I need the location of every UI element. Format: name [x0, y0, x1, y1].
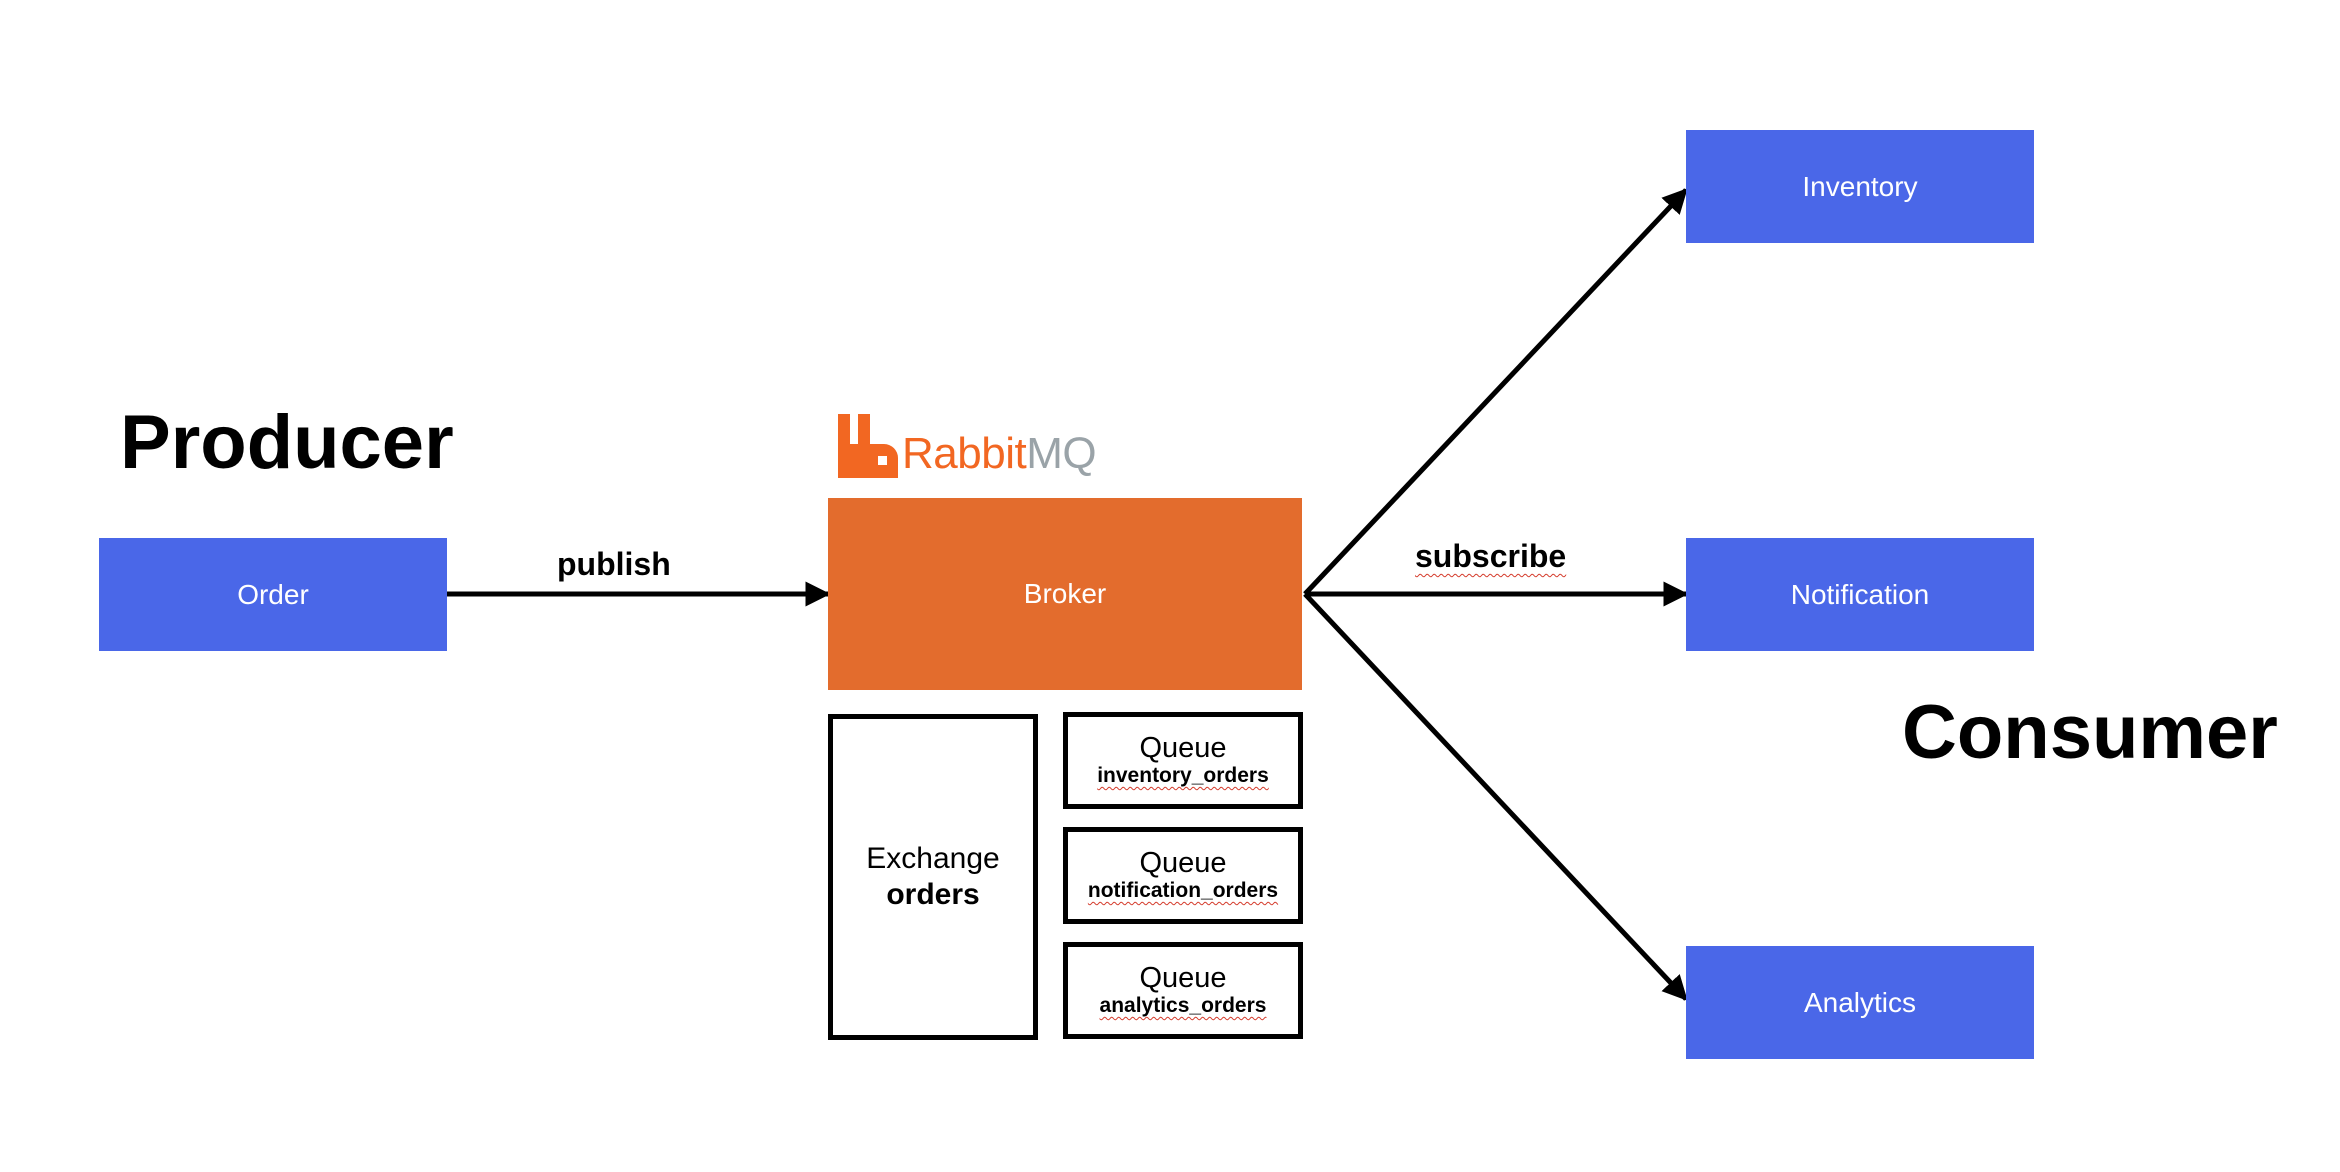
notification-label: Notification [1790, 578, 1930, 610]
exchange-title: Exchange [866, 842, 1000, 875]
consumer-heading: Consumer [1902, 690, 2278, 775]
broker-box: Broker [828, 498, 1302, 690]
publish-label: publish [557, 546, 671, 582]
queue-name: inventory_orders [1097, 764, 1269, 788]
inventory-label: Inventory [1802, 170, 1918, 202]
subscribe-label: subscribe [1415, 538, 1567, 574]
analytics-arrow [1303, 592, 1688, 1001]
inventory-box: Inventory [1686, 130, 2034, 243]
analytics-label: Analytics [1803, 986, 1917, 1018]
rabbitmq-logo-text: RabbitMQ [902, 429, 1097, 478]
queue-title: Queue [1139, 846, 1227, 879]
rabbitmq-logo-icon [838, 414, 898, 478]
exchange-name: orders [886, 878, 980, 911]
logo-rabbit-text: Rabbit [902, 429, 1027, 478]
queue-title: Queue [1139, 731, 1227, 764]
exchange-box: Exchange orders [828, 714, 1038, 1040]
analytics-box: Analytics [1686, 946, 2034, 1059]
queue-name: notification_orders [1087, 879, 1279, 903]
order-label: Order [237, 578, 309, 610]
queue-title: Queue [1139, 961, 1227, 994]
queue-name: analytics_orders [1099, 994, 1267, 1018]
broker-label: Broker [1023, 578, 1107, 609]
notification-box: Notification [1686, 538, 2034, 651]
logo-mq-text: MQ [1026, 429, 1097, 478]
queue-box-inventory: Queue inventory_orders [1063, 712, 1303, 809]
producer-heading: Producer [120, 400, 454, 485]
order-box: Order [99, 538, 447, 651]
queue-box-analytics: Queue analytics_orders [1063, 942, 1303, 1039]
queue-box-notification: Queue notification_orders [1063, 827, 1303, 924]
inventory-arrow [1303, 188, 1688, 596]
